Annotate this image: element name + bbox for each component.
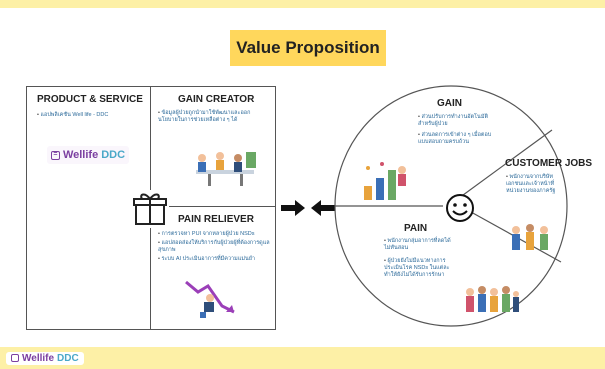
wellife-logo-ddc: DDC xyxy=(101,149,126,161)
wellife-logo-text: Wellife xyxy=(62,149,99,161)
gain-title: GAIN xyxy=(437,98,462,109)
pain-title: PAIN xyxy=(404,223,428,234)
page-title: Value Proposition xyxy=(230,30,386,66)
gift-icon xyxy=(131,190,169,228)
team-meeting-illustration xyxy=(196,152,256,186)
footer-logo-text: Wellife xyxy=(22,352,55,364)
pain-reliever-bullet-2: แอปสอดส่องให้บริการกับผู้ป่วยผู้ที่ต้องก… xyxy=(158,240,270,254)
footer-wellife-logo: Wellife DDC xyxy=(6,351,84,365)
customer-jobs-title: CUSTOMER JOBS xyxy=(505,158,593,169)
pain-bullet-2: ผู้ป่วยยังไม่มีแนวทางการประเมินโรค NSDs … xyxy=(384,258,464,279)
gain-bullet-1: ส่วนปรับการทำงานอัตโนมัติสำหรับผู้ป่วย xyxy=(418,114,500,128)
falling-chart-illustration xyxy=(185,280,235,318)
wellife-logo-icon: = xyxy=(50,150,60,160)
product-service-title: PRODUCT & SERVICE xyxy=(37,94,143,105)
value-map-divider-horizontal xyxy=(150,206,276,207)
gain-bullet-2: ส่วนลดการเข้าต่าง ๆ เมื่อตอบแบบสอบถามครบ… xyxy=(418,132,500,146)
gain-creator-title: GAIN CREATOR xyxy=(178,94,255,105)
footer-logo-ddc: DDC xyxy=(57,352,79,364)
group-people-illustration xyxy=(466,286,519,312)
pain-bullet-1: พนักงานกลุ่มอาการที่ลดได้ไม่ทันสอน xyxy=(384,238,464,252)
gain-creator-bullet: ข้อมูลผู้ป่วยถูกนำมาใช้พัฒนาและออกนโยบาย… xyxy=(158,110,270,124)
wellife-logo: = Wellife DDC xyxy=(47,146,129,164)
footer-logo-icon xyxy=(11,354,19,362)
workers-illustration xyxy=(512,224,548,250)
celebration-illustration xyxy=(364,162,406,200)
footer-bar: Wellife DDC xyxy=(0,347,605,369)
pain-reliever-bullet-1: การตรวจหา PUI จากหลายผู้ป่วย NSDs xyxy=(158,231,270,238)
pain-reliever-title: PAIN RELIEVER xyxy=(178,214,254,225)
fit-arrows-icon xyxy=(281,200,335,216)
top-accent-bar xyxy=(0,0,605,8)
product-service-bullet: แอปพลิเคชัน Well life - DDC xyxy=(37,112,142,119)
pain-reliever-bullet-3: ระบบ AI ประเมินอาการที่มีความแม่นยำ xyxy=(158,256,270,263)
customer-jobs-bullet: พนักงานจากบริษัทเอกชนและเจ้าหน้าที่หน่วย… xyxy=(506,174,566,195)
smiley-face-icon xyxy=(446,194,474,222)
